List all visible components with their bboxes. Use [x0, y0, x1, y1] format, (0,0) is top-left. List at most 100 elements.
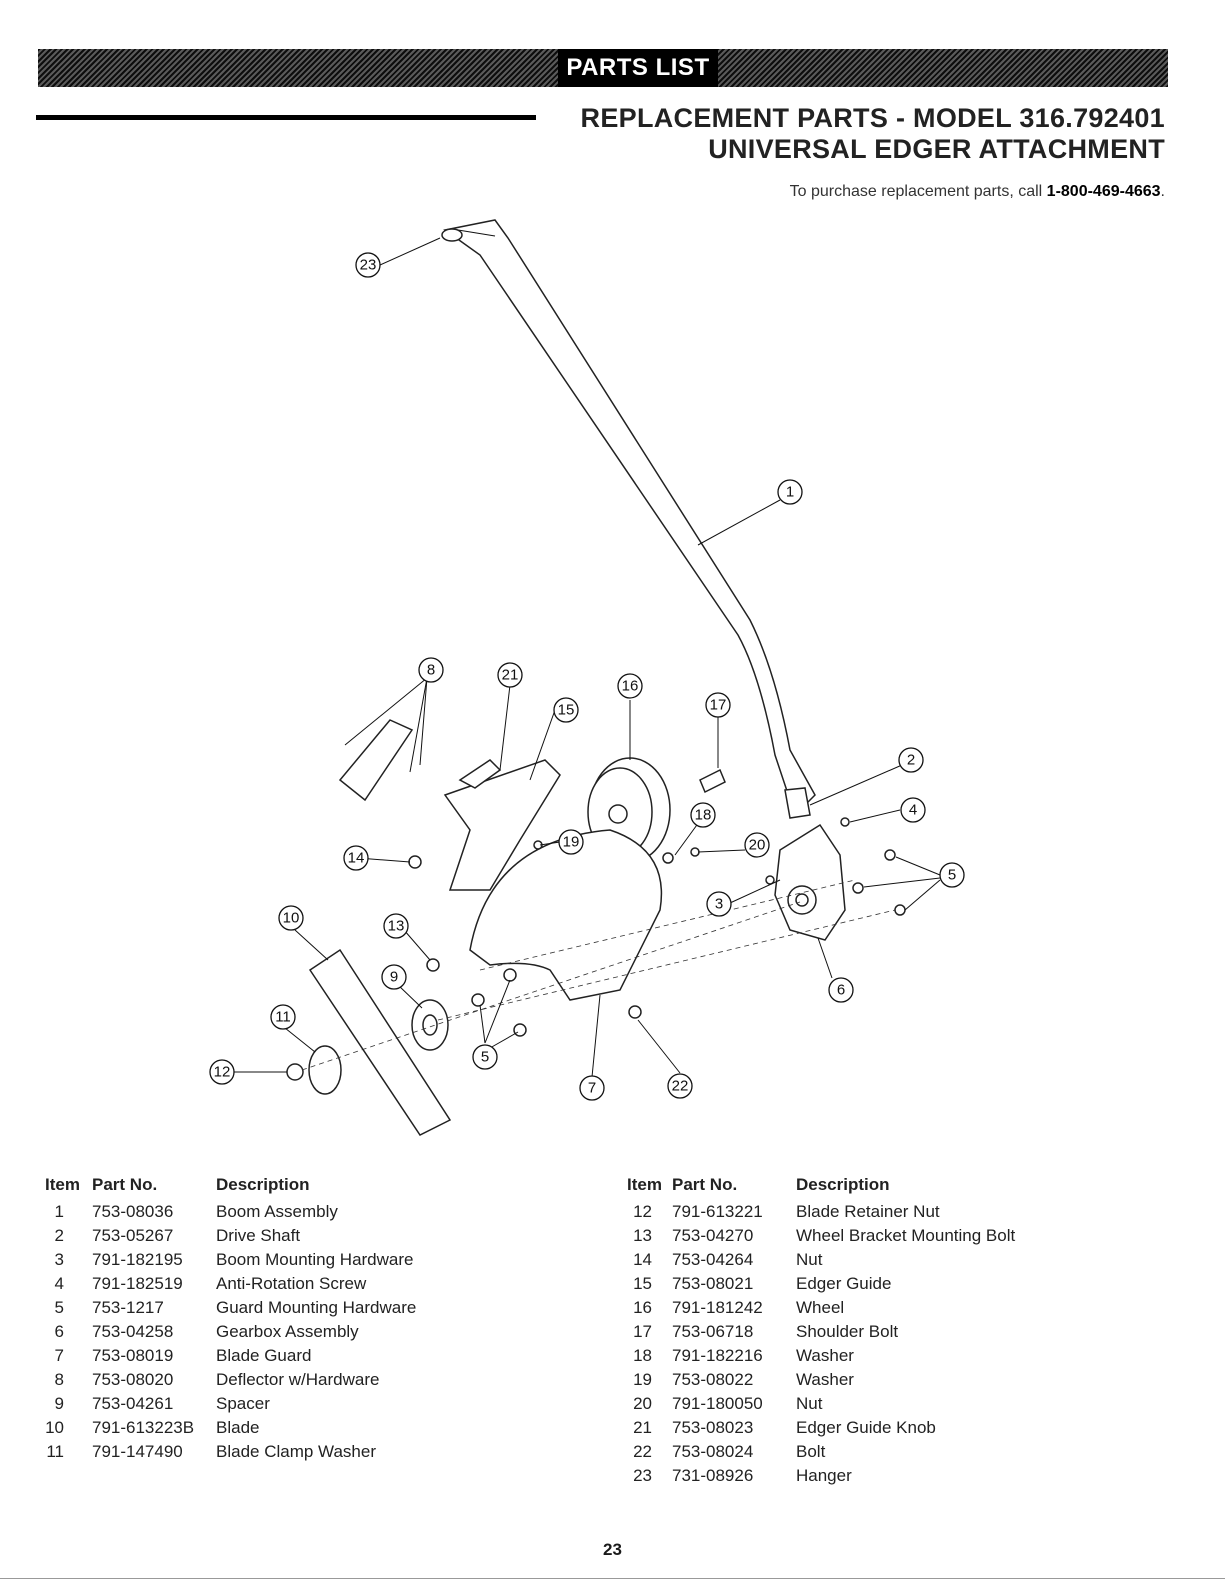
- part-number: 753-04264: [672, 1250, 754, 1269]
- svg-text:12: 12: [214, 1064, 231, 1081]
- svg-text:14: 14: [348, 850, 365, 867]
- callout-9: 9: [381, 964, 407, 990]
- part-description: Washer: [796, 1346, 854, 1365]
- item-number: 10: [45, 1418, 64, 1437]
- part-number: 753-1217: [92, 1298, 164, 1317]
- item-number: 9: [54, 1394, 64, 1413]
- part-number: 791-613221: [672, 1202, 763, 1221]
- part-number: 791-182216: [672, 1346, 763, 1365]
- svg-text:2: 2: [907, 752, 915, 769]
- purchase-info-text: To purchase replacement parts, call: [789, 183, 1047, 200]
- part-description: Guard Mounting Hardware: [216, 1298, 417, 1317]
- table-header: Item Part No. Description: [610, 1175, 1110, 1202]
- svg-text:3: 3: [715, 896, 723, 913]
- part-number: 753-06718: [672, 1322, 754, 1341]
- svg-text:17: 17: [710, 697, 727, 714]
- callout-5a: 5: [939, 862, 965, 888]
- item-number: 23: [633, 1466, 652, 1485]
- svg-text:5: 5: [948, 867, 956, 884]
- callout-16: 16: [617, 673, 643, 699]
- callout-11: 11: [270, 1004, 296, 1030]
- purchase-info-suffix: .: [1160, 183, 1165, 200]
- page-number: 23: [603, 1540, 622, 1559]
- part-description: Blade Clamp Washer: [216, 1442, 376, 1461]
- part-number: 791-613223B: [92, 1418, 195, 1437]
- phone-number: 1-800-469-4663: [1046, 183, 1161, 200]
- callout-2: 2: [898, 747, 924, 773]
- svg-text:23: 23: [360, 257, 377, 274]
- item-number: 18: [633, 1346, 652, 1365]
- item-number: 21: [633, 1418, 652, 1437]
- part-number: 753-08022: [672, 1370, 754, 1389]
- part-description: Boom Mounting Hardware: [216, 1250, 414, 1269]
- svg-text:6: 6: [837, 982, 845, 999]
- item-number: 7: [54, 1346, 64, 1365]
- svg-text:10: 10: [283, 910, 300, 927]
- part-description: Blade Retainer Nut: [796, 1202, 940, 1221]
- part-description: Nut: [796, 1394, 823, 1413]
- page-title: REPLACEMENT PARTS - MODEL 316.792401: [580, 103, 1165, 133]
- callout-10: 10: [278, 905, 304, 931]
- svg-text:7: 7: [588, 1080, 596, 1097]
- table-row: 7 753-08019 Blade Guard: [38, 1346, 558, 1370]
- callout-23: 23: [355, 252, 381, 278]
- part-number: 753-08019: [92, 1346, 174, 1365]
- header-description: Description: [796, 1175, 890, 1194]
- header-part-no: Part No.: [672, 1175, 738, 1194]
- part-number: 791-182195: [92, 1250, 183, 1269]
- svg-text:22: 22: [672, 1078, 689, 1095]
- item-number: 2: [54, 1226, 64, 1245]
- part-number: 731-08926: [672, 1466, 754, 1485]
- table-row: 3 791-182195 Boom Mounting Hardware: [38, 1250, 558, 1274]
- header-part-no: Part No.: [92, 1175, 158, 1194]
- part-number: 753-05267: [92, 1226, 174, 1245]
- part-description: Edger Guide: [796, 1274, 892, 1293]
- header-item: Item: [45, 1175, 80, 1194]
- blade-clamp-washer: [308, 1045, 342, 1095]
- part-description: Blade Guard: [216, 1346, 312, 1365]
- deflector: [338, 719, 414, 802]
- svg-text:5: 5: [481, 1049, 489, 1066]
- page-subtitle: UNIVERSAL EDGER ATTACHMENT: [708, 134, 1165, 164]
- gearbox-assembly: [774, 823, 846, 941]
- banner-title: PARTS LIST: [558, 49, 718, 87]
- page-bottom-rule: [0, 1578, 1225, 1579]
- table-row: 2 753-05267 Drive Shaft: [38, 1226, 558, 1250]
- part-description: Spacer: [216, 1394, 270, 1413]
- part-description: Wheel: [796, 1298, 845, 1317]
- item-number: 22: [633, 1442, 652, 1461]
- item-number: 8: [54, 1370, 64, 1389]
- item-number: 3: [54, 1250, 64, 1269]
- blade-retainer-nut: [286, 1063, 304, 1081]
- svg-text:13: 13: [388, 918, 405, 935]
- item-number: 14: [633, 1250, 652, 1269]
- boom-assembly: [443, 219, 816, 817]
- item-number: 20: [633, 1394, 652, 1413]
- purchase-info: To purchase replacement parts, call 1-80…: [790, 183, 1165, 201]
- part-description: Gearbox Assembly: [216, 1322, 359, 1341]
- callout-6: 6: [828, 977, 854, 1003]
- callout-17: 17: [705, 692, 731, 718]
- callout-15: 15: [553, 697, 579, 723]
- svg-text:9: 9: [390, 969, 398, 986]
- svg-text:18: 18: [695, 807, 712, 824]
- callout-12: 12: [209, 1059, 235, 1085]
- item-number: 12: [633, 1202, 652, 1221]
- part-number: 753-04258: [92, 1322, 174, 1341]
- callout-22: 22: [667, 1073, 693, 1099]
- header-item: Item: [627, 1175, 662, 1194]
- callout-5b: 5: [472, 1044, 498, 1070]
- edger-guide: [443, 759, 561, 891]
- part-description: Hanger: [796, 1466, 852, 1485]
- part-description: Drive Shaft: [216, 1226, 301, 1245]
- svg-text:4: 4: [909, 802, 917, 819]
- callout-21: 21: [497, 662, 523, 688]
- part-number: 753-08021: [672, 1274, 754, 1293]
